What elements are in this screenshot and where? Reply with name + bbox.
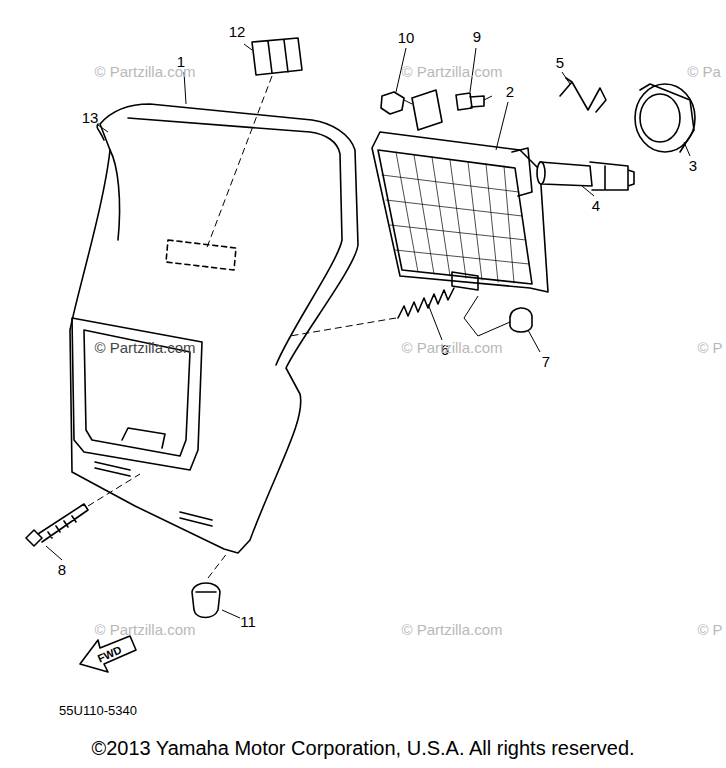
assembly-line [206,76,272,250]
wire-clip [560,78,606,112]
socket-rim [640,84,694,152]
headlight-bracket [412,90,532,196]
watermark: © Partzilla.com [401,622,502,639]
leader-line [582,186,594,196]
bulb-end [537,162,545,184]
watermark: © P [697,622,722,639]
callout-number: 8 [58,562,66,579]
leader-line [684,142,690,156]
watermark: © Partzilla.com [94,340,195,357]
callout-number: 9 [473,29,481,46]
headlight-lens [378,150,532,284]
watermark: © P [697,340,722,357]
cover-side [110,150,120,240]
sticker-part [252,38,302,75]
callout-number: 4 [592,198,600,215]
cover-tab [122,428,165,448]
socket-cover [635,84,695,152]
leader-line [562,72,570,84]
assembly-line [208,552,228,578]
watermark: © Partzilla.com [94,622,195,639]
callout-number: 11 [240,614,256,631]
nut [381,92,404,114]
grommet [510,308,532,332]
cover-vent [95,462,212,526]
leader-line [222,610,240,618]
callout-number: 13 [82,110,99,127]
callout-number: 2 [506,84,514,101]
long-bolt [26,504,88,546]
lens-grid [382,152,529,283]
adjust-spring [398,288,454,318]
leader-line [428,304,442,340]
headlight-bottom-tab [452,272,478,290]
part-number: 55U110-5340 [59,704,137,718]
cover-rim [128,118,342,365]
grommet [192,583,220,618]
leader-line [98,125,108,132]
leader-line [496,102,508,150]
callout-number: 3 [689,158,697,175]
bracket-line [404,96,510,336]
headlight-body [372,132,548,292]
callout-number: 10 [398,30,415,47]
watermark: © Partzilla.com [401,64,502,81]
assembly-line [88,474,140,506]
callout-number: 7 [542,354,550,371]
watermark: © Partzilla.com [401,340,502,357]
bulb [540,162,634,190]
leader-line [528,330,540,352]
sticker-outline [166,240,236,270]
assembly-line [290,318,396,336]
callout-number: 12 [229,24,246,41]
callout-number: 5 [556,55,564,72]
leader-line [244,44,252,50]
bolt [456,93,484,110]
cover-window-outer [72,318,202,470]
watermark: © Partzilla.com [94,64,195,81]
copyright-caption: ©2013 Yamaha Motor Corporation, U.S.A. A… [91,737,634,759]
headlight-cover [70,104,358,553]
watermark: © Pa [687,64,721,81]
forward-arrow [80,636,136,672]
socket-inner [640,94,680,142]
leader-line [46,546,62,560]
